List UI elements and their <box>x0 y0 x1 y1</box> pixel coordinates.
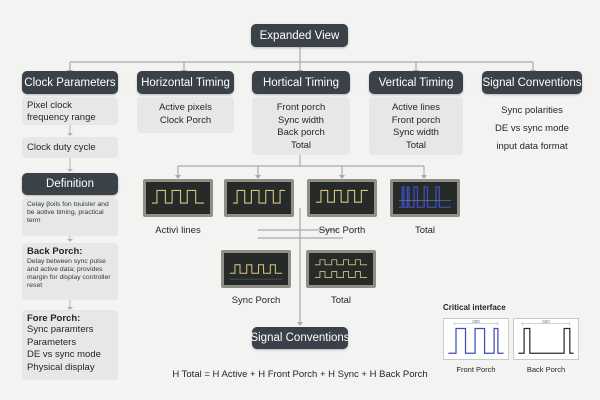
htotal-equation: H Total = H Active + H Front Porch + H S… <box>172 369 428 380</box>
pixel-clock-text: Pixel clock frequency range <box>27 100 96 123</box>
sync-width-text: Sync width <box>278 114 324 126</box>
signal-conventions-header[interactable]: Signal Conventions <box>482 71 582 94</box>
horizontal-timing-label: Horizontal Timing <box>141 76 230 89</box>
clock-porch-text: Clock Porch <box>159 114 212 126</box>
definition-text: Celay βoils fon touisler and be aotive t… <box>22 198 118 236</box>
vertical-timing-header[interactable]: Vertical Timing <box>369 71 463 94</box>
v-sync-width-text: Sync width <box>393 127 439 138</box>
critical-back-porch-label: Back Porch <box>526 365 566 374</box>
scope-total-2[interactable] <box>306 250 376 288</box>
total-text: Total <box>290 139 312 151</box>
fore-porch-title: Fore Porch: <box>27 313 81 324</box>
scope-sync-porth-label: Sync Porth <box>318 225 366 236</box>
critical-front-porch-label: Front Porch <box>456 365 496 374</box>
back-porch-text: Back porch <box>277 127 325 138</box>
signal-conventions-list: Sync polarities DE vs sync mode input da… <box>482 102 582 156</box>
vertical-timing-label: Vertical Timing <box>378 76 454 89</box>
waveform-yellow-graphic <box>151 189 205 204</box>
active-lines-text: Active lines <box>391 102 441 113</box>
vertical-timing-panel: Active lines Front porch Sync width Tota… <box>369 97 463 155</box>
definition-label: Definition <box>46 178 94 190</box>
waveform-yellow-graphic <box>229 264 283 280</box>
sync-polarities-text: Sync polarities <box>501 105 563 116</box>
clock-parameters-item-1: Pixel clock frequency range <box>22 97 118 125</box>
signal-conventions-label: Signal Conventions <box>482 76 582 89</box>
scope-sync-porth[interactable] <box>307 179 377 217</box>
fore-porch-item-2: Parameters <box>27 336 77 348</box>
scope-active-lines-label: Activì lines <box>155 225 201 236</box>
waveform-yellow-graphic <box>232 189 286 204</box>
expanded-view-header[interactable]: Expanded View <box>251 24 348 47</box>
scope-total-2-label: Total <box>330 295 352 306</box>
critical-front-porch-panel[interactable]: 260 <box>443 318 509 360</box>
fore-porch-item-4: Physical display <box>27 361 95 373</box>
scope-active-lines[interactable] <box>143 179 213 217</box>
clock-parameters-item-2: Clock duty cycle <box>22 137 118 158</box>
clock-parameters-header[interactable]: Clock Parameters <box>22 71 118 94</box>
hortical-timing-header[interactable]: Hortical Timing <box>252 71 350 94</box>
critical-interface-title: Critical interface <box>443 303 506 312</box>
scope-total[interactable] <box>390 179 460 217</box>
v-total-text: Total <box>405 139 427 151</box>
signal-conventions-bottom-header[interactable]: Signal Conventions <box>250 327 350 349</box>
fore-porch-panel: Fore Porch: Sync paramters Parameters DE… <box>22 310 118 380</box>
back-porch-text: Delay between sync pulse and active data… <box>27 258 111 289</box>
scope-sync-porch-label: Sync Porch <box>231 295 281 306</box>
expanded-view-label: Expanded View <box>259 29 340 42</box>
back-porch-panel: Back Porch: Delay between sync pulse and… <box>22 243 118 300</box>
waveform-yellow-graphic <box>315 189 369 203</box>
v-front-porch-text: Front porch <box>391 114 441 126</box>
scope-sync-width[interactable] <box>224 179 294 217</box>
front-porch-text: Front porch <box>276 102 326 113</box>
fore-porch-item-1: Sync paramters <box>27 324 94 335</box>
horizontal-timing-header[interactable]: Horizontal Timing <box>137 71 234 94</box>
clock-parameters-label: Clock Parameters <box>24 76 116 89</box>
scope-total-label: Total <box>414 225 436 236</box>
waveform-blue-graphic <box>398 186 452 208</box>
hortical-timing-panel: Front porch Sync width Back porch Total <box>252 97 350 155</box>
square-wave-blue-graphic <box>448 321 504 354</box>
critical-back-porch-panel[interactable]: 320 <box>513 318 579 360</box>
critical-back-porch-value: 320 <box>542 319 550 324</box>
square-wave-dark-graphic <box>518 321 574 354</box>
fore-porch-item-3: DE vs sync mode <box>27 349 101 360</box>
definition-header[interactable]: Definition <box>22 173 118 195</box>
de-vs-sync-text: DE vs sync mode <box>495 123 569 134</box>
waveform-yellow-graphic <box>314 259 368 278</box>
scope-sync-porch[interactable] <box>221 250 291 288</box>
hortical-timing-label: Hortical Timing <box>262 76 340 89</box>
horizontal-timing-panel: Active pixels Clock Porch <box>137 97 234 133</box>
back-porch-title: Back Porch: <box>27 246 83 257</box>
critical-front-porch-value: 260 <box>472 319 480 324</box>
signal-conventions-bottom-label: Signal Conventions <box>250 332 350 344</box>
clock-duty-cycle-text: Clock duty cycle <box>27 142 96 153</box>
input-data-format-text: input data format <box>496 141 568 152</box>
active-pixels-text: Active pixels <box>159 102 212 113</box>
